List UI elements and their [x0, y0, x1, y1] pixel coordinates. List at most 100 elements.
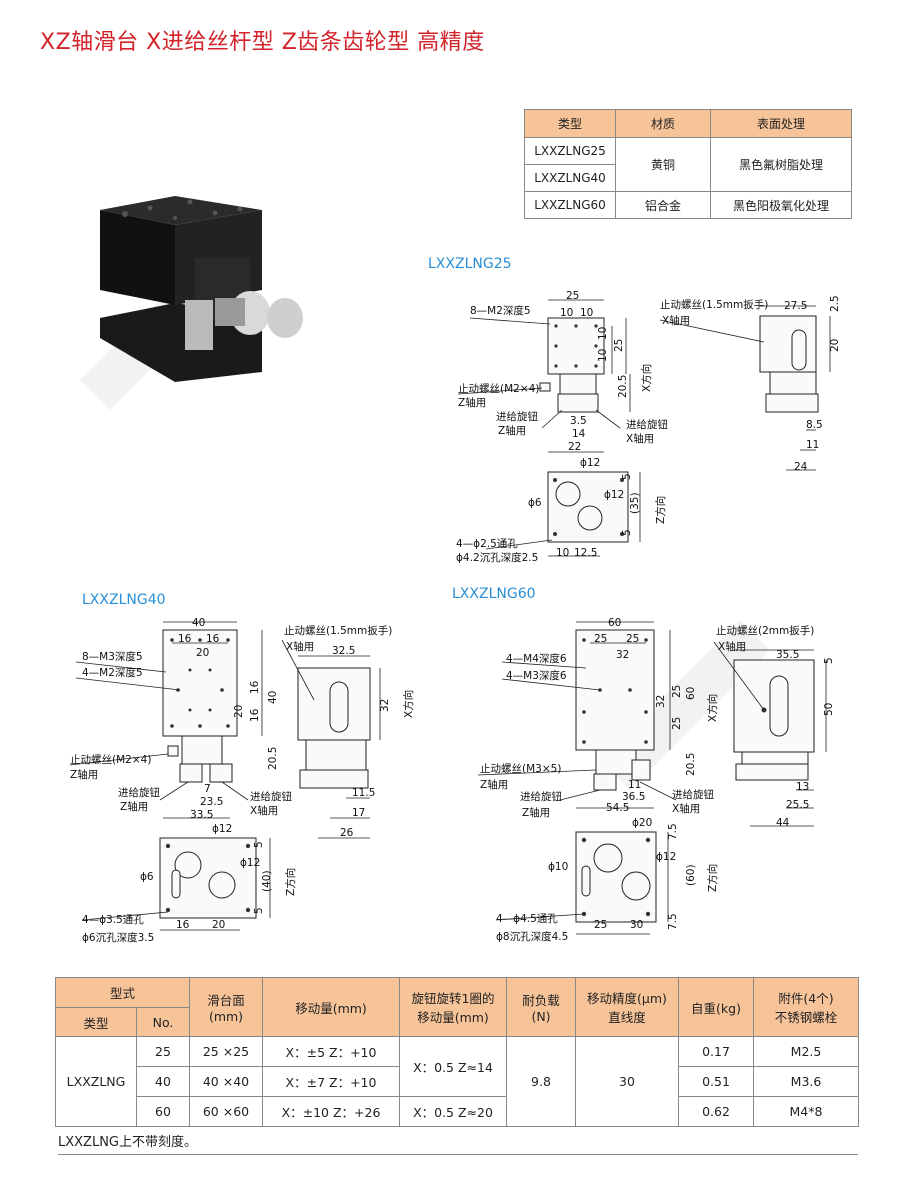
- label: 止动螺丝(2mm扳手): [716, 624, 814, 637]
- dim: 11: [628, 779, 641, 791]
- label: X轴用: [626, 432, 654, 445]
- dim: 20.5: [617, 375, 629, 398]
- dim: 16: [176, 919, 190, 931]
- col-header: 类型: [524, 109, 616, 138]
- dim: 20.5: [267, 747, 279, 770]
- dim: 5: [253, 907, 265, 914]
- cell-knob: X：0.5 Z≈20: [399, 1096, 507, 1127]
- label: X方向: [640, 364, 653, 392]
- dim: 32: [379, 699, 391, 712]
- cell-travel: X：±5 Z：+10: [262, 1036, 400, 1067]
- dim: 22: [568, 441, 581, 453]
- dim: ϕ20: [632, 817, 652, 829]
- dim: 44: [776, 817, 790, 829]
- dim: 25.5: [786, 799, 809, 811]
- dim: 36.5: [622, 791, 645, 803]
- dim: 54.5: [606, 802, 629, 814]
- cell-type: LXXZLNG25: [524, 137, 616, 165]
- label: Z轴用: [458, 396, 486, 409]
- leader-lines: [69, 317, 765, 921]
- col-header: 自重(kg): [678, 977, 754, 1037]
- cell-type: LXXZLNG40: [524, 164, 616, 192]
- cell-weight: 0.62: [678, 1096, 754, 1127]
- dim: 7.5: [667, 913, 679, 930]
- dim: 10: [580, 307, 593, 319]
- col-header-line: 旋钮旋转1圈的: [411, 991, 495, 1006]
- table-row: LXXZLNG60 铝合金 黑色阳极氧化处理: [524, 191, 852, 219]
- label: X轴用: [718, 640, 746, 653]
- model-heading-25: LXXZLNG25: [428, 256, 512, 272]
- dim: 25: [626, 633, 639, 645]
- drawing-40: [159, 621, 381, 931]
- label: 止动螺丝(1.5mm扳手): [284, 624, 392, 637]
- cell-no: 25: [136, 1036, 190, 1067]
- col-header: 耐负载 (N): [506, 977, 576, 1037]
- cell-size: 40 ×40: [189, 1066, 263, 1097]
- col-header: 表面处理: [710, 109, 852, 138]
- label: Z方向: [284, 868, 297, 896]
- label: 进给旋钮: [626, 418, 668, 431]
- col-header: 材质: [615, 109, 711, 138]
- cell-bolt: M3.6: [753, 1066, 859, 1097]
- dim: 12.5: [574, 547, 597, 559]
- label: 4—M2深度5: [82, 666, 143, 679]
- label: 8—M2深度5: [470, 304, 531, 317]
- label: 进给旋钮: [672, 788, 714, 801]
- label: Z方向: [654, 496, 667, 524]
- dim: 25: [594, 633, 607, 645]
- cell-load: 9.8: [506, 1036, 576, 1127]
- dim: 10: [556, 547, 569, 559]
- dim: (35): [629, 492, 641, 514]
- label: Z轴用: [498, 424, 526, 437]
- cell-no: 40: [136, 1066, 190, 1097]
- label: 4—M4深度6: [506, 652, 567, 665]
- label: 进给旋钮: [250, 790, 292, 803]
- dim: ϕ10: [548, 861, 568, 873]
- col-header: 滑台面 (mm): [189, 977, 263, 1037]
- cell-straightness: 30: [575, 1036, 679, 1127]
- dim: ϕ12: [212, 823, 232, 835]
- dim: 20: [196, 647, 209, 659]
- dim: ϕ12: [580, 457, 600, 469]
- dim: 7: [204, 783, 211, 795]
- cell-type: LXXZLNG: [55, 1036, 137, 1127]
- dim: 25: [594, 919, 607, 931]
- label: Z轴用: [522, 806, 550, 819]
- cell-knob: X：0.5 Z≈14: [399, 1036, 507, 1097]
- cell-bolt: M2.5: [753, 1036, 859, 1067]
- dim: 16: [249, 708, 261, 722]
- dim: 35.5: [776, 649, 799, 661]
- drawing-60: [575, 621, 827, 935]
- page-title: XZ轴滑台 X进给丝杆型 Z齿条齿轮型 高精度: [40, 30, 485, 55]
- dim: (40): [261, 870, 273, 892]
- dim: 8.5: [806, 419, 823, 431]
- dim: 2.5: [829, 295, 841, 312]
- col-header-line: 移动精度(μm): [587, 991, 667, 1006]
- cell-type: LXXZLNG60: [524, 191, 616, 219]
- label: 4—M3深度6: [506, 669, 567, 682]
- dim: 25: [671, 717, 683, 730]
- col-header-line: (N): [531, 1009, 551, 1024]
- cell-weight: 0.17: [678, 1036, 754, 1067]
- label: X轴用: [250, 804, 278, 817]
- label: ϕ4.2沉孔深度2.5: [456, 551, 538, 564]
- cell-material: 黄铜: [615, 137, 711, 192]
- dim: 23.5: [200, 796, 223, 808]
- label: 止动螺丝(M3×5): [480, 763, 561, 775]
- label: 止动螺丝(M2×4): [70, 754, 151, 766]
- dim: 16: [249, 680, 261, 694]
- dim: 32: [655, 695, 667, 708]
- col-header: 型式: [55, 977, 190, 1008]
- cell-no: 60: [136, 1096, 190, 1127]
- label: Z轴用: [120, 800, 148, 813]
- dim: 5: [823, 657, 835, 664]
- col-header: 类型: [55, 1007, 137, 1037]
- model-heading-40: LXXZLNG40: [82, 592, 166, 608]
- dim: 24: [794, 461, 808, 473]
- col-header-line: 耐负载: [522, 993, 560, 1008]
- dim: 10: [597, 349, 609, 362]
- product-photo: [100, 196, 303, 382]
- label: X方向: [402, 690, 415, 718]
- cell-size: 25 ×25: [189, 1036, 263, 1067]
